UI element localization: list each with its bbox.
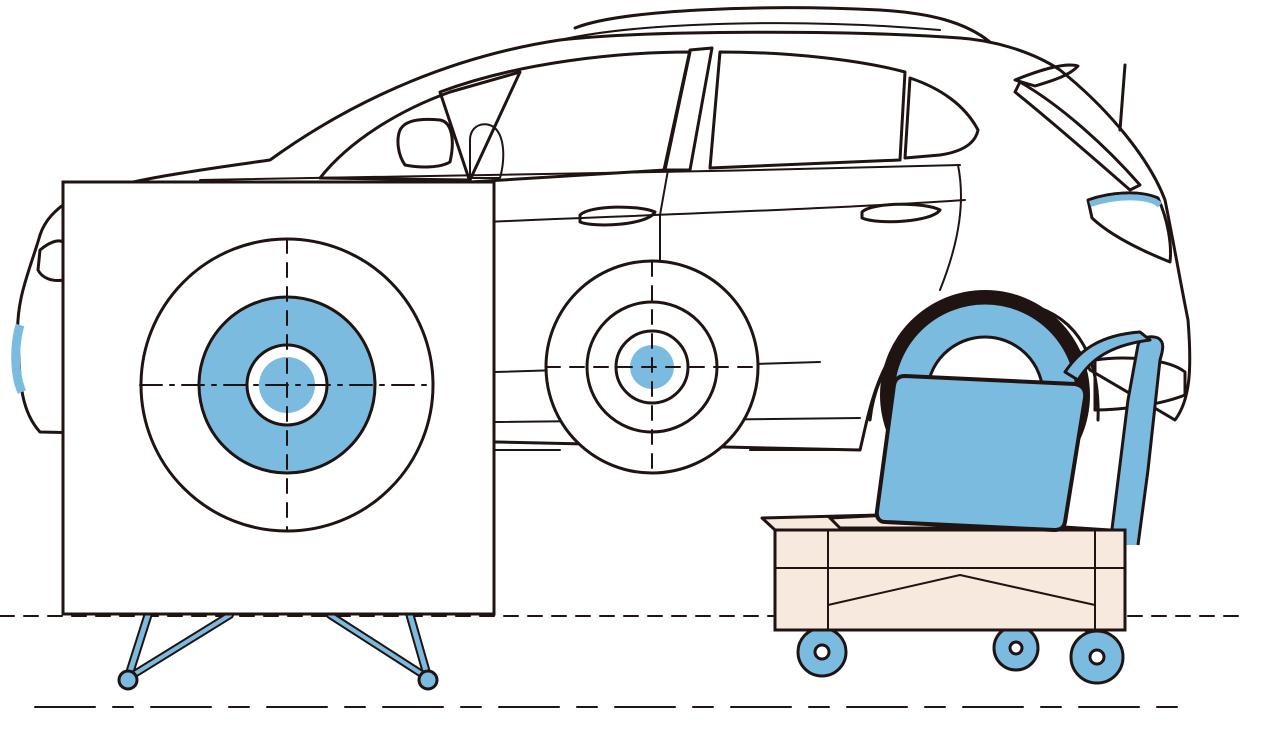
b-pillar bbox=[662, 46, 714, 172]
rear-door-seam bbox=[939, 164, 962, 291]
rear-windscreen bbox=[1013, 80, 1142, 192]
antenna bbox=[1118, 63, 1127, 132]
front-windshield bbox=[318, 70, 522, 182]
stand-foot-left bbox=[117, 669, 139, 691]
cart-body bbox=[773, 528, 1127, 632]
laptop-screen bbox=[874, 374, 1088, 532]
stand-leg-left-fill bbox=[125, 612, 151, 681]
stand-foot-right bbox=[417, 669, 439, 691]
rear-door-handle bbox=[860, 202, 942, 224]
cart-handle-bar bbox=[1063, 330, 1152, 382]
cart-wheel-middle-hub bbox=[1008, 640, 1024, 656]
rear-spoiler bbox=[1013, 63, 1080, 88]
front-door-handle bbox=[578, 205, 657, 227]
roof-rail bbox=[573, 6, 992, 44]
tail-light-accent bbox=[1089, 194, 1163, 208]
tail-light bbox=[1086, 191, 1172, 264]
rear-bumper bbox=[1093, 356, 1187, 412]
stand-brace-right-fill bbox=[328, 613, 430, 680]
seat-headrest bbox=[469, 123, 505, 179]
cart-wheel-left-hub bbox=[813, 643, 831, 661]
cart-wheel-right-hub bbox=[1088, 648, 1106, 666]
beltline bbox=[199, 164, 961, 181]
front-nose-trim bbox=[11, 323, 27, 394]
cart-wheels bbox=[796, 624, 1125, 685]
calibration-target bbox=[61, 180, 496, 691]
roof-rail-inner bbox=[559, 22, 941, 41]
stand-brace-left-fill bbox=[126, 613, 232, 680]
target-stand bbox=[117, 610, 439, 691]
rear-door-window bbox=[708, 50, 907, 170]
vehicle-body bbox=[16, 30, 1192, 452]
cart-handle bbox=[1108, 335, 1165, 546]
side-mirror bbox=[396, 117, 454, 169]
quarter-window bbox=[903, 76, 980, 160]
stand-leg-right-fill bbox=[407, 612, 431, 681]
wheel-marker bbox=[544, 259, 760, 475]
cart-cross-brace bbox=[827, 574, 1096, 606]
diagnostic-cart bbox=[760, 330, 1165, 685]
